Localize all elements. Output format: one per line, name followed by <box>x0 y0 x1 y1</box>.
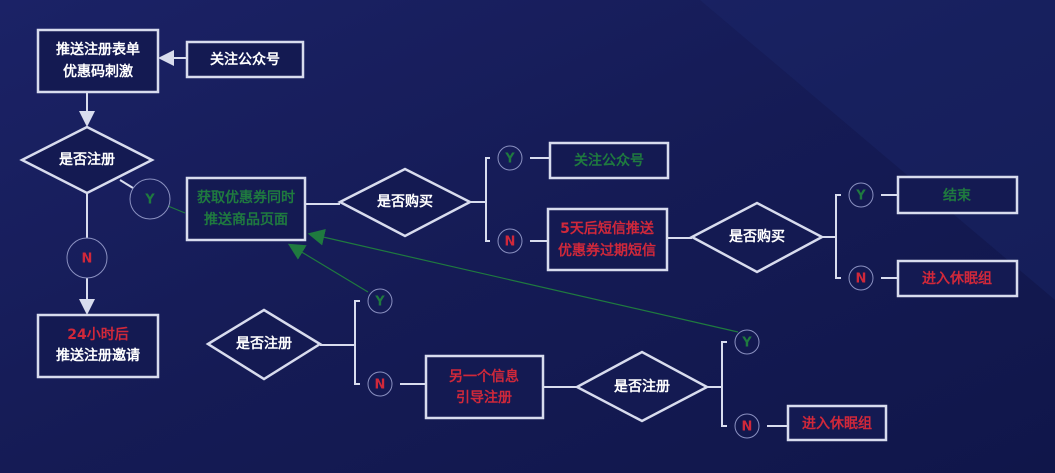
marker-label: N <box>375 378 386 393</box>
node-label: 5天后短信推送 <box>560 220 655 237</box>
marker-label: Y <box>741 336 752 351</box>
node-follow-account-right: 关注公众号 <box>548 141 670 180</box>
node-label: 是否购买 <box>729 228 785 245</box>
node-label: 是否购买 <box>377 193 433 210</box>
decision-is-purchased-2: 是否购买 <box>689 201 825 274</box>
node-label: 引导注册 <box>456 389 512 406</box>
marker-label: Y <box>504 152 515 167</box>
marker-label: N <box>742 420 753 435</box>
yes-marker: Y <box>129 178 171 220</box>
node-reminder-24h: 24小时后 推送注册邀请 <box>36 313 160 379</box>
node-dormant-1: 进入休眠组 <box>896 259 1019 298</box>
marker-label: Y <box>855 189 866 204</box>
node-label: 是否注册 <box>236 335 292 352</box>
background-band <box>700 0 1055 300</box>
node-follow-account-top: 关注公众号 <box>185 40 305 79</box>
node-label: 另一个信息 <box>449 368 519 385</box>
yes-marker: Y <box>734 329 760 355</box>
no-marker: N <box>497 228 523 254</box>
node-label: 进入休眠组 <box>922 270 992 287</box>
node-push-form: 推送注册表单 优惠码刺激 <box>36 28 160 94</box>
node-label: 结束 <box>943 187 972 204</box>
node-label: 推送注册邀请 <box>56 347 140 364</box>
marker-label: N <box>856 272 867 287</box>
decision-is-purchased-1: 是否购买 <box>337 167 473 238</box>
no-marker: N <box>848 265 874 291</box>
yes-marker: Y <box>848 182 874 208</box>
no-marker: N <box>367 371 393 397</box>
node-label: 是否注册 <box>59 151 115 168</box>
marker-label: Y <box>374 295 385 310</box>
node-label: 关注公众号 <box>210 51 280 68</box>
node-label: 推送注册表单 <box>56 41 140 58</box>
node-label: 优惠券过期短信 <box>558 242 656 259</box>
node-end: 结束 <box>896 175 1019 215</box>
node-label: 获取优惠券同时 <box>197 189 295 206</box>
node-label: 优惠码刺激 <box>63 63 133 80</box>
node-coupon-push: 获取优惠券同时 推送商品页面 <box>185 176 307 242</box>
node-label: 进入休眠组 <box>802 415 872 432</box>
node-sms-5days: 5天后短信推送 优惠券过期短信 <box>546 207 669 272</box>
marker-label: N <box>82 252 93 267</box>
yes-marker: Y <box>497 145 523 171</box>
decision-is-registered-1: 是否注册 <box>19 125 155 195</box>
marker-label: N <box>505 235 516 250</box>
marker-label: Y <box>144 193 155 208</box>
node-label: 24小时后 <box>67 326 128 343</box>
yes-marker: Y <box>367 288 393 314</box>
node-label: 推送商品页面 <box>204 211 288 228</box>
node-dormant-2: 进入休眠组 <box>786 404 888 442</box>
connectors <box>79 50 898 427</box>
decision-is-registered-2: 是否注册 <box>205 308 323 381</box>
no-marker: N <box>734 413 760 439</box>
decision-is-registered-3: 是否注册 <box>574 350 710 423</box>
node-another-info: 另一个信息 引导注册 <box>424 354 545 420</box>
node-label: 关注公众号 <box>574 152 644 169</box>
node-label: 是否注册 <box>614 378 670 395</box>
no-marker: N <box>66 237 108 279</box>
